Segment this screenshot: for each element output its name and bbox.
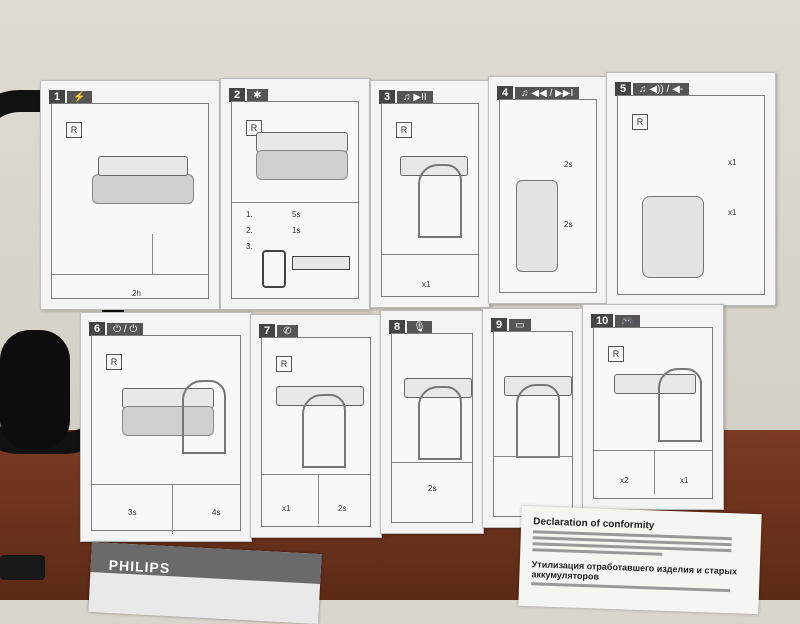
right-earcup-badge: R xyxy=(106,354,122,370)
hand-illustration xyxy=(658,368,702,442)
right-earcup-badge: R xyxy=(632,114,648,130)
panel-1: 1⚡ R 2h xyxy=(40,80,220,310)
panel-number: 4 xyxy=(497,86,514,100)
hand-illustration xyxy=(516,384,560,458)
step-1-label: 1. xyxy=(246,210,253,219)
step-1-time: 5s xyxy=(292,210,301,219)
step-2-label: 2. xyxy=(246,226,253,235)
hand-illustration xyxy=(418,386,462,460)
earcup-illustration xyxy=(92,174,194,204)
prev-hold-time: 2s xyxy=(564,220,573,229)
earcup-top-illustration xyxy=(256,132,348,152)
charge-time: 2h xyxy=(132,289,141,298)
game-mode-count: x2 xyxy=(620,476,629,485)
skip-icon: ♫ ◀◀ / ▶▶I xyxy=(515,86,580,100)
panel-number: 9 xyxy=(491,318,508,332)
folded-quick-start-manual: 1⚡ R 2h 2✱ R 1. 5s 2. 1s 3. 3♫ ▶II R xyxy=(40,70,780,550)
charge-icon: ⚡ xyxy=(67,90,92,104)
panel-4: 4♫ ◀◀ / ▶▶I 2s 2s xyxy=(488,76,608,304)
declaration-sheet: Declaration of conformity Утилизация отр… xyxy=(518,505,762,615)
power-off-time: 4s xyxy=(212,508,221,517)
phone-icon xyxy=(262,250,286,288)
usb-dongle xyxy=(0,555,45,580)
press-count: x1 xyxy=(422,280,431,289)
panel-number: 6 xyxy=(89,322,106,336)
panel-7: 7✆ R x1 2s xyxy=(250,314,382,538)
panel-6: 6⏻ / ⏻ R 3s 4s xyxy=(80,312,252,542)
headphone-cushion xyxy=(0,330,70,450)
mute-time: 2s xyxy=(428,484,437,493)
step-2-time: 1s xyxy=(292,226,301,235)
panel-2: 2✱ R 1. 5s 2. 1s 3. xyxy=(220,78,370,310)
volume-up-count: x1 xyxy=(728,158,737,167)
hand-illustration xyxy=(182,380,226,454)
panel-9: 9▭ xyxy=(482,308,584,528)
panel-number: 1 xyxy=(49,90,66,104)
warranty-booklet: PHILIPS xyxy=(88,542,322,624)
earcup-side-illustration xyxy=(516,180,558,272)
panel-number: 8 xyxy=(389,320,406,334)
right-earcup-badge: R xyxy=(608,346,624,362)
panel-number: 3 xyxy=(379,90,396,104)
panel-number: 5 xyxy=(615,82,632,96)
reject-time: 2s xyxy=(338,504,347,513)
philips-logo: PHILIPS xyxy=(108,556,171,577)
power-icon: ⏻ / ⏻ xyxy=(107,322,144,336)
step-3-label: 3. xyxy=(246,242,253,251)
game-controller-icon: 🎮 xyxy=(615,314,640,328)
bluetooth-icon: ✱ xyxy=(247,88,268,102)
hand-illustration xyxy=(418,164,462,238)
next-hold-time: 2s xyxy=(564,160,573,169)
earcup-illustration xyxy=(256,150,348,180)
earcup-illustration xyxy=(122,406,214,436)
panel-5: 5♫ ◀)) / ◀- R x1 x1 xyxy=(606,72,776,306)
panel-10: 10🎮 R x2 x1 xyxy=(582,304,724,510)
earcup-side-illustration xyxy=(642,196,704,278)
microphone-icon: 🎙 xyxy=(407,320,432,334)
mode-icon: ▭ xyxy=(509,318,531,332)
volume-icon: ♫ ◀)) / ◀- xyxy=(633,82,690,96)
pairing-name-box xyxy=(292,256,350,270)
hand-illustration xyxy=(302,394,346,468)
call-icon: ✆ xyxy=(277,324,298,338)
music-mode-count: x1 xyxy=(680,476,689,485)
panel-number: 10 xyxy=(591,314,614,328)
answer-count: x1 xyxy=(282,504,291,513)
right-earcup-badge: R xyxy=(276,356,292,372)
panel-number: 2 xyxy=(229,88,246,102)
power-on-time: 3s xyxy=(128,508,137,517)
right-earcup-badge: R xyxy=(66,122,82,138)
panel-3: 3♫ ▶II R x1 xyxy=(370,80,490,308)
volume-down-count: x1 xyxy=(728,208,737,217)
panel-8: 8🎙 2s xyxy=(380,310,484,534)
right-earcup-badge: R xyxy=(246,120,262,136)
right-earcup-badge: R xyxy=(396,122,412,138)
earcup-top-illustration xyxy=(98,156,188,176)
panel-number: 7 xyxy=(259,324,276,338)
play-pause-icon: ♫ ▶II xyxy=(397,90,433,104)
